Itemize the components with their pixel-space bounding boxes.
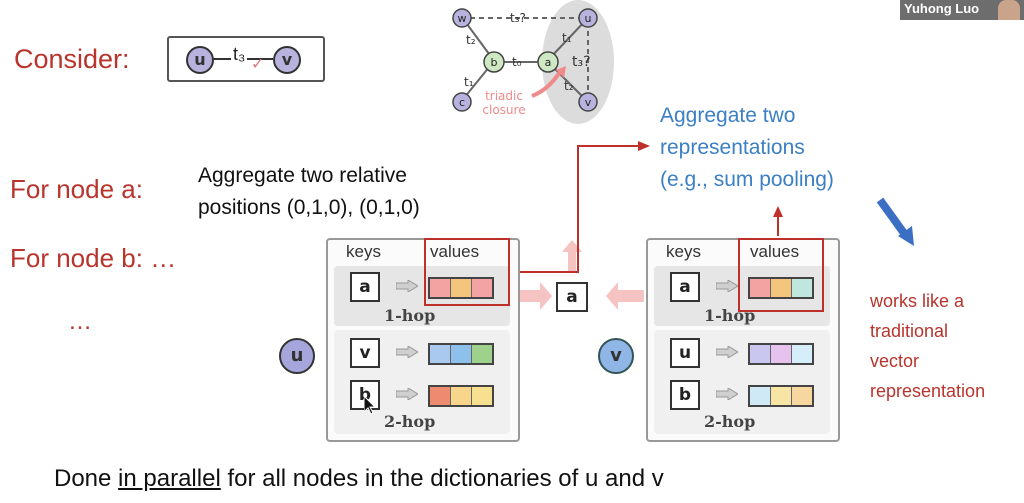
blue-pointer-arrowhead bbox=[898, 226, 914, 246]
bottom-statement: Done in parallel for all nodes in the di… bbox=[54, 465, 664, 493]
map-arrow-icon bbox=[716, 280, 738, 292]
keys-header: keys bbox=[666, 242, 701, 261]
aggregate-note-line2: representations bbox=[660, 136, 805, 159]
closure-arrow bbox=[531, 70, 562, 98]
graph-label-b: b bbox=[491, 56, 498, 69]
dict-key: u bbox=[670, 338, 700, 368]
dict-key: a bbox=[670, 272, 700, 302]
left-flow-arrow bbox=[606, 282, 644, 310]
dictionary-u-panel: keys values a 1-hop v b 2-hop bbox=[326, 238, 520, 442]
map-arrow-icon bbox=[396, 346, 418, 358]
edge-label-t3q-right: t₃? bbox=[572, 54, 591, 70]
webcam-name: Yuhong Luo bbox=[904, 1, 980, 16]
graph-node-a bbox=[537, 51, 559, 73]
aggregate-note-line3: (e.g., sum pooling) bbox=[660, 168, 834, 191]
keys-header: keys bbox=[346, 242, 381, 261]
bottom-prefix: Done bbox=[54, 465, 119, 492]
center-key-a: a bbox=[556, 282, 588, 312]
check-icon: ✓ bbox=[251, 56, 265, 73]
values-highlight-box bbox=[738, 238, 824, 312]
graph-node-c bbox=[452, 92, 472, 112]
map-arrow-icon bbox=[716, 346, 738, 358]
value-vector bbox=[428, 385, 494, 407]
graph-label-c: c bbox=[459, 96, 465, 109]
connector-v-arrowhead bbox=[773, 206, 783, 217]
triadic-label-line1: triadic bbox=[485, 89, 523, 103]
closure-arrowhead bbox=[556, 66, 566, 78]
side-note-line4: representation bbox=[870, 381, 986, 401]
edge-time-label: t₃ bbox=[231, 44, 248, 65]
edge-a-v bbox=[551, 65, 585, 99]
webcam-thumbnail: Yuhong Luo bbox=[900, 0, 1024, 20]
dict-owner-u: u bbox=[279, 338, 315, 374]
dict-key: a bbox=[350, 272, 380, 302]
values-header: values bbox=[750, 242, 800, 261]
dict-owner-v: v bbox=[598, 338, 634, 374]
aggregate-representations-note: Aggregate two representations (e.g., sum… bbox=[660, 100, 834, 196]
aggregate-positions-text: Aggregate two relative positions (0,1,0)… bbox=[198, 160, 420, 224]
side-note-line1: works like a bbox=[870, 291, 965, 311]
closure-highlight bbox=[542, 0, 614, 124]
map-arrow-icon bbox=[396, 280, 418, 292]
graph-node-u bbox=[578, 8, 598, 28]
values-header: values bbox=[430, 242, 480, 261]
edge-w-b bbox=[463, 19, 493, 59]
map-arrow-icon bbox=[396, 388, 418, 400]
edge-label-t1-ua: t₁ bbox=[562, 31, 572, 45]
consider-edge-box: u v t₃ ✓ bbox=[167, 36, 325, 82]
right-flow-arrow bbox=[514, 282, 552, 310]
graph-node-w bbox=[452, 8, 472, 28]
triadic-graph-figure: w u b a c v t₃? t₂ t₀ t₁ t₃? t₁ t₂ triad… bbox=[440, 0, 620, 128]
webcam-person bbox=[998, 0, 1020, 20]
edge-u-a bbox=[549, 19, 587, 59]
value-vector bbox=[748, 277, 814, 299]
side-note-line2: traditional bbox=[870, 321, 949, 341]
edge-b-c bbox=[463, 65, 491, 99]
left-ellipsis: … bbox=[68, 308, 92, 335]
aggregate-positions-line2: positions (0,1,0), (0,1,0) bbox=[198, 196, 420, 219]
for-node-a: For node a: bbox=[10, 174, 143, 204]
dictionary-v-panel: keys values a 1-hop u b 2-hop bbox=[646, 238, 840, 442]
edge-label-t3q-top: t₃? bbox=[510, 11, 526, 25]
hop2-label: 2-hop bbox=[704, 412, 756, 431]
map-arrow-icon bbox=[716, 388, 738, 400]
mouse-cursor-icon bbox=[364, 396, 377, 414]
edge-label-t2-av: t₂ bbox=[564, 79, 574, 93]
triadic-label-line2: closure bbox=[482, 103, 525, 117]
value-vector bbox=[428, 343, 494, 365]
node-u: u bbox=[186, 46, 214, 74]
values-highlight-box bbox=[424, 238, 510, 306]
consider-label: Consider: bbox=[14, 44, 130, 74]
graph-node-b bbox=[483, 51, 505, 73]
edge-label-t2-wb: t₂ bbox=[466, 33, 476, 47]
hop1-label: 1-hop bbox=[384, 306, 436, 325]
aggregate-note-line1: Aggregate two bbox=[660, 104, 796, 127]
connector-u-arrowhead bbox=[638, 141, 650, 151]
blue-pointer-line bbox=[876, 197, 910, 239]
graph-node-v bbox=[578, 92, 598, 112]
aggregate-positions-line1: Aggregate two relative bbox=[198, 164, 407, 187]
dict-key: v bbox=[350, 338, 380, 368]
side-note-line3: vector bbox=[870, 351, 920, 371]
bottom-underlined: in parallel bbox=[118, 465, 221, 492]
graph-svg: w u b a c v t₃? t₂ t₀ t₁ t₃? t₁ t₂ triad… bbox=[452, 0, 614, 124]
node-v: v bbox=[273, 46, 301, 74]
for-node-b: For node b: … bbox=[10, 243, 177, 273]
graph-label-v: v bbox=[585, 96, 592, 109]
dict-key: b bbox=[670, 380, 700, 410]
connector-u-values bbox=[500, 145, 648, 273]
graph-label-u: u bbox=[585, 12, 592, 25]
value-vector bbox=[748, 385, 814, 407]
hop2-label: 2-hop bbox=[384, 412, 436, 431]
value-vector bbox=[428, 277, 494, 299]
bottom-suffix: for all nodes in the dictionaries of u a… bbox=[220, 465, 664, 492]
graph-label-a: a bbox=[545, 56, 552, 69]
edge-label-t1-bc: t₁ bbox=[464, 75, 474, 89]
value-vector bbox=[748, 343, 814, 365]
edge-label-t0: t₀ bbox=[512, 55, 522, 69]
graph-label-w: w bbox=[458, 12, 467, 25]
vector-representation-note: works like a traditional vector represen… bbox=[870, 286, 985, 406]
